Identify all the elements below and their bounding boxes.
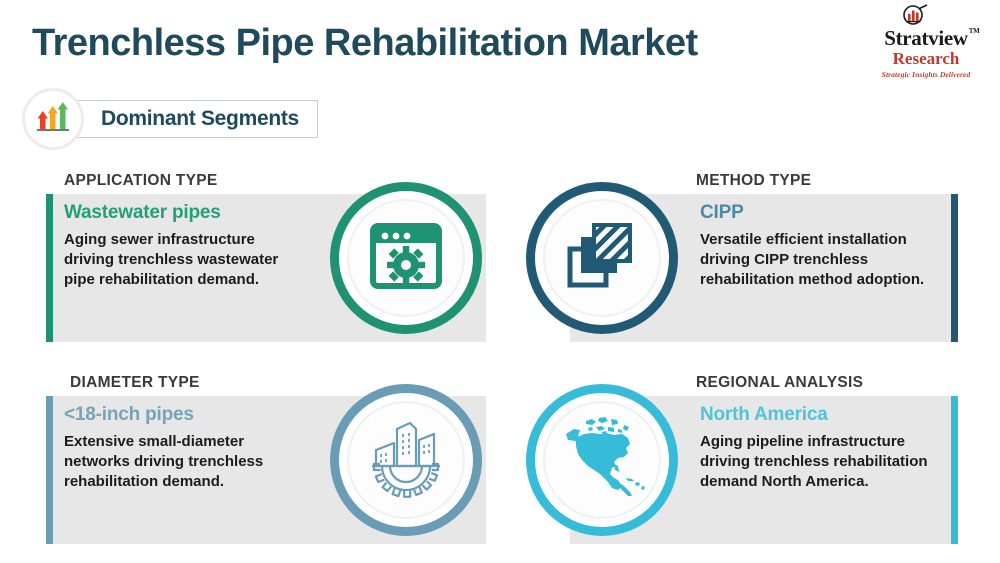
- card-body-text: Aging pipeline infrastructure driving tr…: [700, 433, 928, 490]
- north-america-map-icon: [552, 408, 652, 513]
- card-label: DIAMETER TYPE: [70, 374, 200, 391]
- card-application-type: APPLICATION TYPE Wastewater pipes Aging …: [42, 172, 492, 347]
- card-accent-bar: [951, 396, 958, 544]
- logo-trademark: TM: [968, 27, 980, 35]
- page-title: Trenchless Pipe Rehabilitation Market: [32, 22, 698, 64]
- card-icon-inner: [347, 199, 465, 317]
- card-icon-circle: [330, 384, 482, 536]
- card-heading: Wastewater pipes: [64, 202, 221, 223]
- card-body-text: Aging sewer infrastructure driving trenc…: [64, 231, 279, 288]
- card-heading: North America: [700, 404, 828, 425]
- dominant-segments-badge: Dominant Segments: [22, 88, 318, 150]
- logo-subbrand: Research: [892, 49, 960, 68]
- logo-tagline: Strategic Insights Delivered: [881, 69, 971, 79]
- card-body-text: Versatile efficient installation driving…: [700, 231, 925, 288]
- card-label: METHOD TYPE: [696, 172, 812, 189]
- card-body-text: Extensive small-diameter networks drivin…: [64, 433, 264, 490]
- card-label: APPLICATION TYPE: [64, 172, 218, 189]
- card-icon-circle: [526, 182, 678, 334]
- card-method-type: METHOD TYPE CIPP Versatile efficient ins…: [508, 172, 958, 347]
- magnifier-bar-chart-icon: [898, 4, 932, 35]
- card-heading: CIPP: [700, 202, 744, 223]
- card-accent-bar: [951, 194, 958, 342]
- card-icon-circle: [330, 182, 482, 334]
- card-icon-inner: [543, 199, 661, 317]
- card-icon-circle: [526, 384, 678, 536]
- card-icon-inner: [347, 401, 465, 519]
- card-heading: <18-inch pipes: [64, 404, 194, 425]
- card-icon-inner: [543, 401, 661, 519]
- city-buildings-gear-icon: [364, 418, 448, 503]
- ascending-bar-arrows-icon: [34, 100, 72, 139]
- card-accent-bar: [46, 194, 53, 342]
- header: Trenchless Pipe Rehabilitation Market: [0, 0, 1000, 150]
- logo-brand-text: Stratview: [884, 26, 968, 50]
- card-regional-analysis: REGIONAL ANALYSIS North America Aging pi…: [508, 374, 958, 549]
- card-accent-bar: [46, 396, 53, 544]
- badge-label: Dominant Segments: [101, 107, 299, 130]
- card-diameter-type: DIAMETER TYPE <18-inch pipes Extensive s…: [42, 374, 492, 549]
- badge-box: Dominant Segments: [68, 100, 318, 138]
- layered-squares-stripes-icon: [565, 219, 639, 298]
- card-label: REGIONAL ANALYSIS: [696, 374, 864, 391]
- badge-icon-circle: [22, 88, 84, 150]
- browser-window-gear-icon: [368, 220, 444, 297]
